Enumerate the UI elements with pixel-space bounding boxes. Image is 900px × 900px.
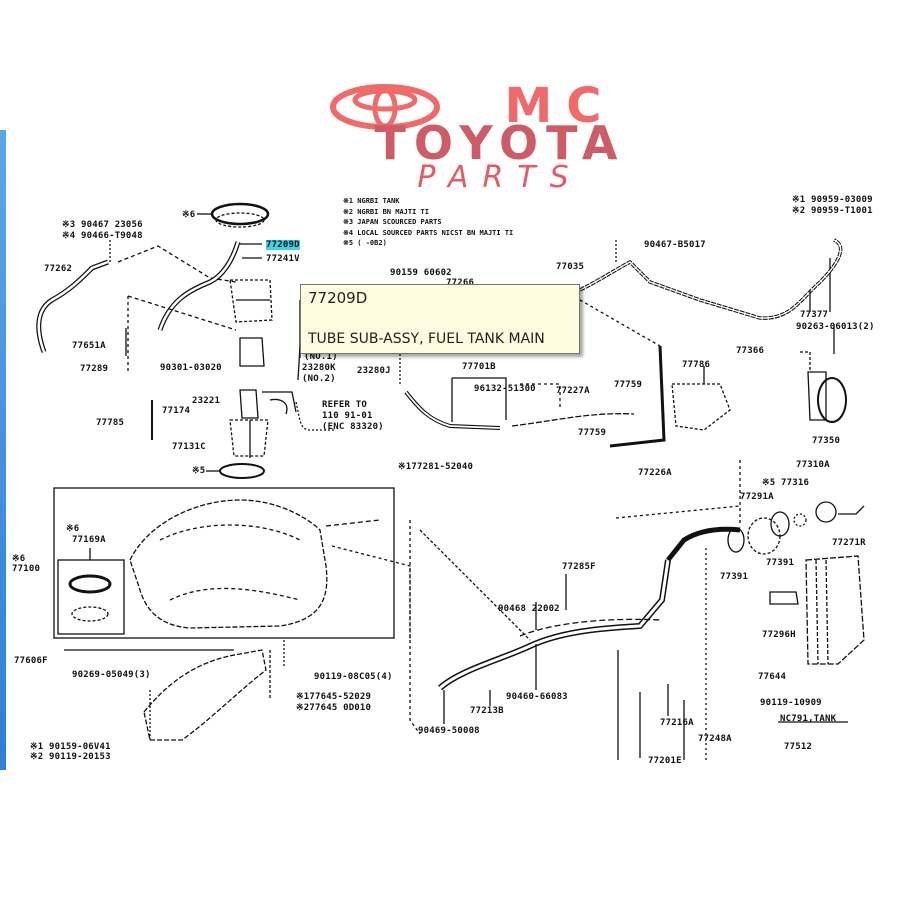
inner-box-77169a <box>57 559 125 635</box>
fuel-pump <box>239 389 259 419</box>
part-label[interactable]: ※177281-52040 <box>398 462 474 472</box>
logo-parts: PARTS <box>417 160 583 195</box>
part-label[interactable]: 77350 <box>812 436 841 446</box>
part-label[interactable]: 77226A <box>638 468 672 478</box>
ring-6 <box>210 202 270 226</box>
part-label: (NO.1) <box>304 352 338 362</box>
note-ref: ※6 <box>12 554 26 564</box>
part-label[interactable]: 77213B <box>470 706 504 716</box>
part-label[interactable]: 77174 <box>162 406 191 416</box>
part-label[interactable]: 77216A <box>660 718 694 728</box>
part-label[interactable]: 90469-50008 <box>418 726 480 736</box>
part-label[interactable]: ※1 90159-06V41 <box>30 742 111 752</box>
part-label[interactable]: ※4 90466-T9048 <box>62 231 143 241</box>
part-label[interactable]: 77701B <box>462 362 496 372</box>
part-label[interactable]: 77131C <box>172 442 206 452</box>
note-ref: ※5 <box>192 466 206 476</box>
ring-5 <box>219 463 265 479</box>
omc-toyota-parts-logo: MC TOYOTA PARTS <box>320 78 680 195</box>
tooltip-part-description: TUBE SUB-ASSY, FUEL TANK MAIN <box>308 331 545 347</box>
part-label[interactable]: 77391 <box>720 572 749 582</box>
part-label[interactable]: 77377 <box>800 310 829 320</box>
part-label[interactable]: 90301-03020 <box>160 363 222 373</box>
diagram-notes: ※1 NGRBI TANK ※2 NGRBI BN MAJTI TI ※3 JA… <box>343 196 513 249</box>
logo-mc: MC <box>504 78 616 134</box>
part-label[interactable]: 77241V <box>266 254 300 264</box>
part-label[interactable]: 77169A <box>72 535 106 545</box>
note-ref: ※6 <box>182 210 196 220</box>
fuel-tank <box>129 499 328 629</box>
part-label[interactable]: 90119-08C05(4) <box>314 672 393 682</box>
part-label[interactable]: 77759 <box>578 428 607 438</box>
part-label[interactable]: 77035 <box>556 262 585 272</box>
refer-note: REFER TO <box>322 400 367 410</box>
tooltip-part-number: 77209D <box>308 289 368 307</box>
part-label[interactable]: 90119-10909 <box>760 698 822 708</box>
part-label[interactable]: 77201E <box>648 756 682 766</box>
part-label[interactable]: 77262 <box>44 264 73 274</box>
tank-box <box>53 487 395 639</box>
part-label[interactable]: 77644 <box>758 672 787 682</box>
part-label[interactable]: ※177645-52029 <box>296 692 372 702</box>
part-label[interactable]: ※5 77316 <box>762 478 810 488</box>
part-77209d-highlighted[interactable]: 77209D <box>266 240 300 250</box>
part-label[interactable]: ※277645 0D010 <box>296 703 372 713</box>
vent-line <box>579 238 843 320</box>
part-label[interactable]: 77512 <box>784 742 813 752</box>
part-label[interactable]: 96132-51300 <box>474 384 536 394</box>
model-note: NC791,TANK <box>780 714 837 724</box>
part-label[interactable]: 77391 <box>766 558 795 568</box>
part-tooltip: 77209D TUBE SUB-ASSY, FUEL TANK MAIN <box>300 284 580 354</box>
note: ※1 NGRBI TANK <box>343 197 400 205</box>
fuel-door-77350 <box>817 377 847 423</box>
window-edge <box>0 130 6 770</box>
part-label[interactable]: 77606F <box>14 656 48 666</box>
part-label[interactable]: 77785 <box>96 418 125 428</box>
part-label[interactable]: 77285F <box>562 562 596 572</box>
part-label[interactable]: 77227A <box>556 386 590 396</box>
part-label[interactable]: 77100 <box>12 564 41 574</box>
filler-neck <box>666 526 741 562</box>
part-label[interactable]: 90467-B5017 <box>644 240 706 250</box>
part-label[interactable]: ※2 90119-20153 <box>30 752 111 762</box>
vapor-tube-77701b <box>404 390 501 430</box>
part-label[interactable]: 77310A <box>796 460 830 470</box>
logo-toyota: TOYOTA <box>374 116 626 170</box>
note: ※2 NGRBI BN MAJTI TI <box>343 207 429 216</box>
note: ※3 JAPAN SCOURCED PARTS <box>343 218 442 226</box>
part-label[interactable]: ※2 90959-T1001 <box>792 206 873 216</box>
note: ※5 ( -0B2) <box>343 239 387 247</box>
part-label[interactable]: 77248A <box>698 734 732 744</box>
hose-77262 <box>36 259 109 353</box>
part-label[interactable]: 23280J <box>357 366 391 376</box>
part-label[interactable]: 77291A <box>740 492 774 502</box>
refer-note[interactable]: 110 91-01 <box>322 411 373 421</box>
part-label: (NO.2) <box>302 374 336 384</box>
part-label[interactable]: ※3 90467 23056 <box>62 220 143 230</box>
part-label[interactable]: 77366 <box>736 346 765 356</box>
note: ※4 LOCAL SOURCED PARTS NICST BN MAJTI TI <box>343 228 514 237</box>
part-label[interactable]: ※1 90959-03009 <box>792 195 873 205</box>
tank-strap <box>143 649 267 741</box>
part-label[interactable]: 77296H <box>762 630 796 640</box>
filler-lid-housing <box>805 555 865 665</box>
part-label[interactable]: 90159 60602 <box>390 268 452 278</box>
part-label[interactable]: 23221 <box>192 396 221 406</box>
part-label[interactable]: 77289 <box>80 364 109 374</box>
part-label[interactable]: 77266 <box>446 278 475 288</box>
note-ref: ※6 <box>66 524 80 534</box>
part-label[interactable]: 90460-66083 <box>506 692 568 702</box>
part-label[interactable]: 77271R <box>832 538 866 548</box>
part-label[interactable]: 77759 <box>614 380 643 390</box>
part-label[interactable]: 77651A <box>72 341 106 351</box>
canister-77786 <box>671 383 731 431</box>
refer-note: (ENC 83320) <box>322 422 384 432</box>
part-label[interactable]: 90269-05049(3) <box>72 670 151 680</box>
pump-module <box>229 279 273 323</box>
toyota-emblem-icon <box>330 84 440 130</box>
part-label[interactable]: 23280K <box>302 363 336 373</box>
part-label[interactable]: 90468 22002 <box>498 604 560 614</box>
part-label[interactable]: 90263-06013(2) <box>796 322 875 332</box>
part-label[interactable]: 77786 <box>682 360 711 370</box>
